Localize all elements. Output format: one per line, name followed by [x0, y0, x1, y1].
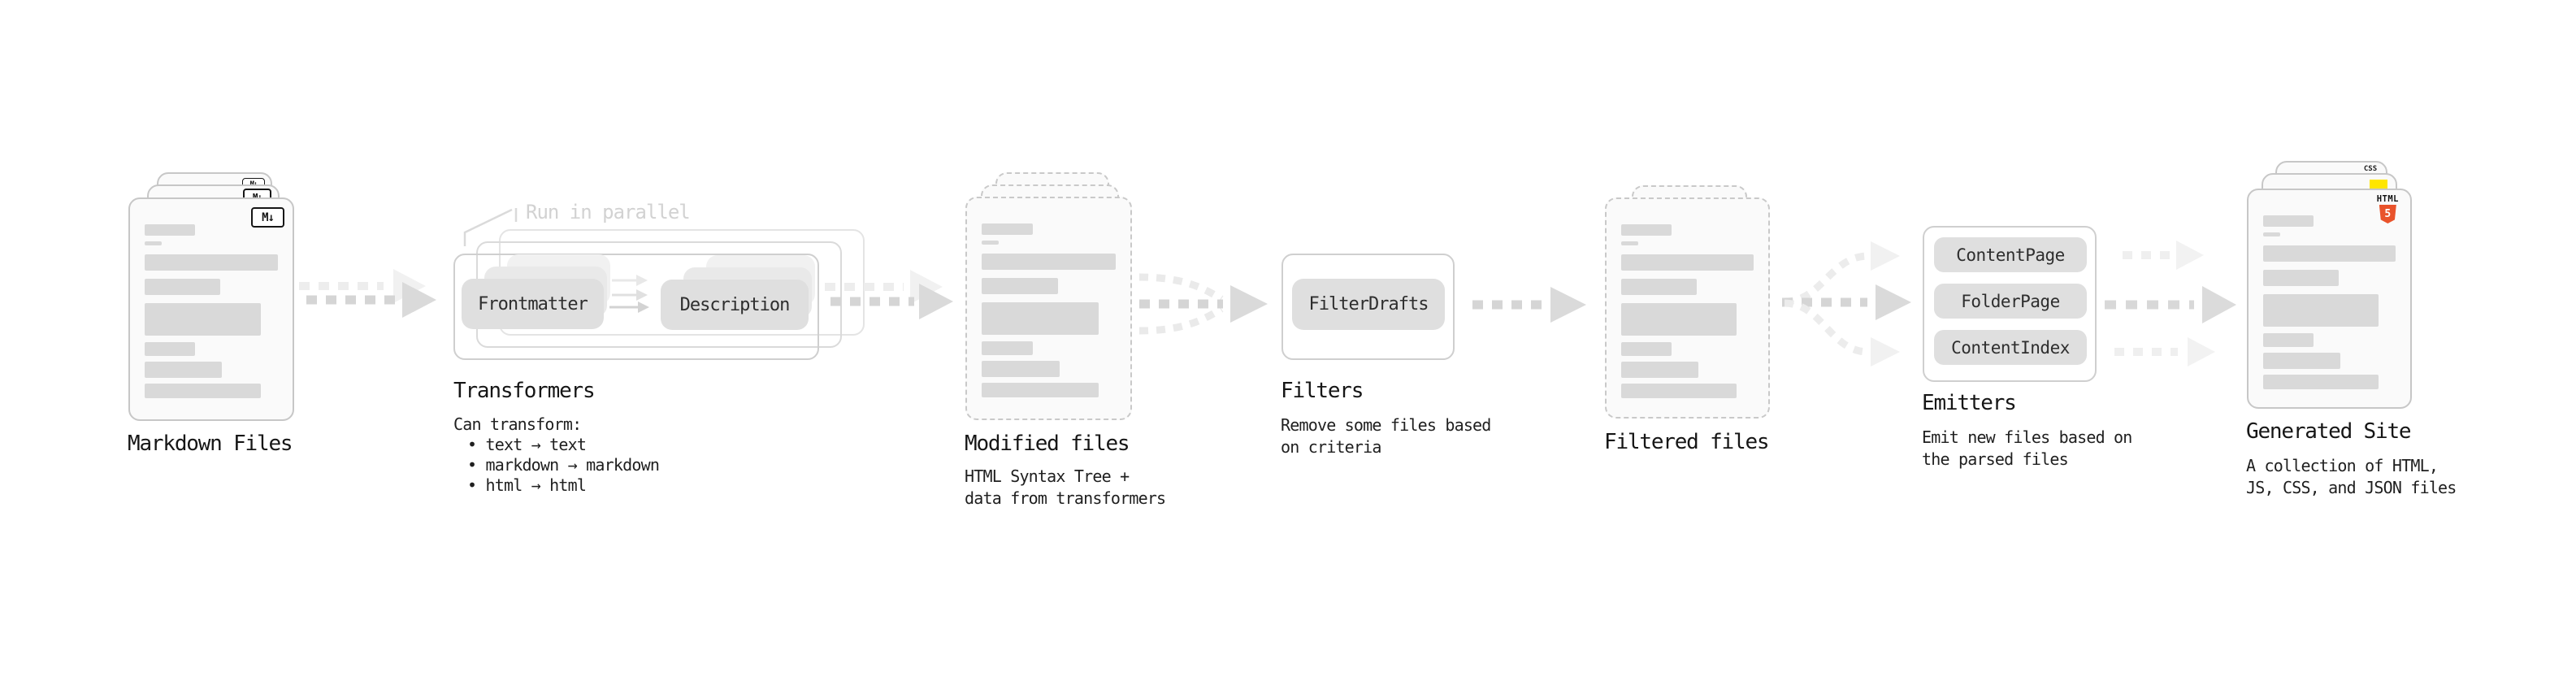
- markdown-files-label: Markdown Files: [128, 432, 293, 456]
- css-badge-label: CSS: [2363, 165, 2378, 173]
- content-bar: [982, 361, 1060, 377]
- content-bar: [145, 241, 163, 245]
- content-bar: [2263, 270, 2339, 286]
- document-content-placeholder: [145, 224, 278, 398]
- markdown-file-card-front: M↓: [128, 197, 294, 421]
- markdown-icon: M↓: [251, 207, 284, 228]
- description-pill: Description: [661, 280, 809, 330]
- caption-line: Can transform:: [453, 414, 582, 434]
- content-bar: [145, 254, 278, 271]
- contentpage-pill: ContentPage: [1934, 237, 2087, 272]
- contentindex-pill: ContentIndex: [1934, 330, 2087, 365]
- caption-line: on criteria: [1281, 437, 1381, 457]
- generated-site-caption: A collection of HTML, JS, CSS, and JSON …: [2246, 455, 2457, 499]
- emitters-label: Emitters: [1922, 391, 2017, 415]
- content-bar: [2263, 215, 2314, 227]
- modified-files-label: Modified files: [965, 432, 1130, 456]
- modified-files-caption: HTML Syntax Tree + data from transformer…: [965, 466, 1166, 510]
- caption-line: JS, CSS, and JSON files: [2246, 478, 2457, 497]
- frontmatter-pill: Frontmatter: [462, 279, 604, 329]
- content-bar: [982, 302, 1099, 335]
- content-bar: [145, 279, 221, 295]
- content-bar: [2263, 353, 2340, 369]
- content-bar: [982, 254, 1116, 270]
- html5-icon-label: HTML: [2376, 194, 2399, 204]
- content-bar: [2263, 294, 2379, 327]
- arrow-emitters-to-generated: [2105, 241, 2236, 367]
- content-bar: [145, 342, 196, 356]
- run-in-parallel-annotation: Run in parallel: [526, 201, 691, 223]
- filters-label: Filters: [1281, 379, 1364, 403]
- generated-site-label: Generated Site: [2246, 419, 2412, 444]
- html5-icon: HTML 5: [2377, 195, 2399, 223]
- transformer-box-front: [453, 254, 819, 360]
- arrow-filtered-to-emitters-diverge: [1782, 241, 1911, 367]
- content-bar: [982, 278, 1059, 294]
- content-bar: [1621, 224, 1672, 236]
- content-bar: [145, 303, 261, 336]
- content-bar: [1621, 303, 1737, 336]
- content-bar: [2263, 245, 2396, 262]
- emitters-caption: Emit new files based on the parsed files: [1922, 427, 2132, 471]
- modified-file-card-front: [965, 197, 1132, 420]
- folderpage-pill: FolderPage: [1934, 284, 2087, 319]
- content-bar: [1621, 241, 1639, 245]
- arrow-modified-to-filters-converge: [1138, 273, 1268, 335]
- filtered-file-card-front: [1605, 197, 1770, 419]
- content-bar: [145, 224, 196, 236]
- caption-line: the parsed files: [1922, 449, 2069, 469]
- filters-caption: Remove some files based on criteria: [1281, 414, 1491, 458]
- html5-number: 5: [2384, 208, 2392, 220]
- content-bar: [1621, 384, 1737, 398]
- caption-line: Emit new files based on: [1922, 427, 2132, 447]
- content-bar: [982, 383, 1099, 397]
- content-bar: [145, 362, 223, 378]
- content-bar: [2263, 232, 2281, 236]
- document-content-placeholder: [1621, 224, 1754, 398]
- transformers-label: Transformers: [453, 379, 596, 403]
- content-bar: [982, 241, 1000, 245]
- filtered-files-label: Filtered files: [1604, 430, 1770, 454]
- content-bar: [1621, 279, 1697, 295]
- caption-bullet: • html → html: [467, 475, 587, 495]
- caption-line: A collection of HTML,: [2246, 456, 2439, 475]
- arrow-filters-to-filtered: [1472, 287, 1586, 323]
- arrow-markdown-to-transformers: [299, 269, 436, 318]
- js-badge: [2370, 180, 2387, 189]
- content-bar: [2263, 333, 2314, 347]
- document-content-placeholder: [2263, 215, 2396, 389]
- content-bar: [982, 223, 1033, 235]
- document-content-placeholder: [982, 223, 1116, 397]
- content-bar: [145, 384, 261, 398]
- caption-bullet: • markdown → markdown: [467, 455, 660, 475]
- caption-line: Remove some files based: [1281, 415, 1491, 435]
- content-bar: [2263, 375, 2379, 389]
- caption-line: HTML Syntax Tree +: [965, 466, 1130, 486]
- content-bar: [1621, 342, 1672, 356]
- content-bar: [1621, 254, 1754, 271]
- content-bar: [1621, 362, 1698, 378]
- transformers-caption: Can transform: • text → text • markdown …: [453, 414, 660, 496]
- generated-file-card-html: HTML 5: [2247, 189, 2412, 409]
- html5-shield: 5: [2379, 205, 2396, 223]
- caption-line: data from transformers: [965, 488, 1166, 508]
- content-bar: [982, 341, 1033, 355]
- caption-bullet: • text → text: [467, 435, 587, 454]
- filterdrafts-pill: FilterDrafts: [1292, 279, 1445, 330]
